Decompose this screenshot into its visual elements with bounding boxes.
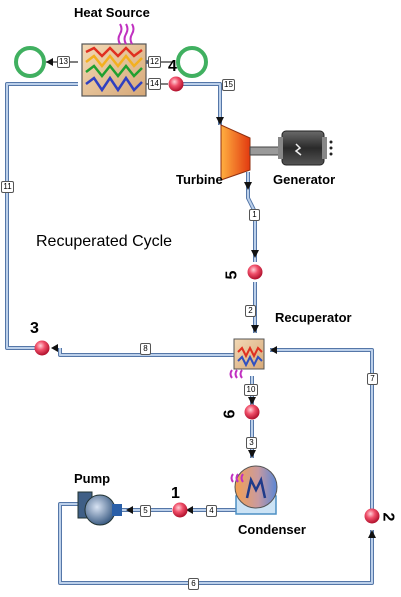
label-condenser: Condenser [238,522,306,537]
arrow [248,397,256,405]
label-turbine: Turbine [176,172,223,187]
arrow [244,182,252,190]
state-marker-1 [172,502,188,518]
stream-tag-13: 13 [57,56,70,68]
arrow [248,450,256,458]
flow-arrows [46,58,376,538]
state-marker-3 [34,340,50,356]
diagram-title: Recuperated Cycle [36,233,173,250]
recuperator [229,338,265,379]
state-marker-6 [244,404,260,420]
heat-source-inlet [14,46,46,78]
state-label-4: 4 [168,58,177,75]
arrow [126,506,133,514]
label-recuperator: Recuperator [275,310,352,325]
heat-source [14,23,208,97]
stream-tag-14: 14 [148,78,161,90]
state-marker-4 [168,76,184,92]
arrow [216,117,224,125]
stream-tag-12: 12 [148,56,161,68]
label-heat-source: Heat Source [74,5,150,20]
label-generator: Generator [273,172,336,187]
heat-source-outlet [176,46,208,78]
stream-tag-10: 10 [244,384,258,396]
state-label-2: 2 [379,512,397,522]
stream-tag-3: 3 [246,437,257,449]
stream-tag-11: 11 [1,181,14,193]
stream-tag-7: 7 [367,373,378,385]
stream-tag-2: 2 [245,305,256,317]
label-pump: Pump [74,471,111,486]
arrow [368,530,376,538]
pump [77,491,122,526]
state-label-1: 1 [171,485,180,502]
arrow [251,250,259,258]
state-markers [34,76,380,524]
stream-tag-5: 5 [140,505,151,517]
arrow [251,325,259,333]
state-label-3: 3 [30,320,39,337]
generator [278,130,333,166]
stream-tag-4: 4 [206,505,217,517]
state-marker-5 [247,264,263,280]
stream-tag-1: 1 [249,209,260,221]
condenser [230,465,278,515]
arrow [51,344,58,352]
turbine [220,124,281,181]
state-label-5: 5 [223,270,241,280]
stream-tag-8: 8 [140,343,151,355]
arrow [186,506,193,514]
stream-tag-15: 15 [222,79,235,91]
arrow [46,58,53,66]
state-marker-2 [364,508,380,524]
stream-tag-6: 6 [188,578,199,590]
state-label-6: 6 [221,409,239,419]
arrow [270,346,277,354]
